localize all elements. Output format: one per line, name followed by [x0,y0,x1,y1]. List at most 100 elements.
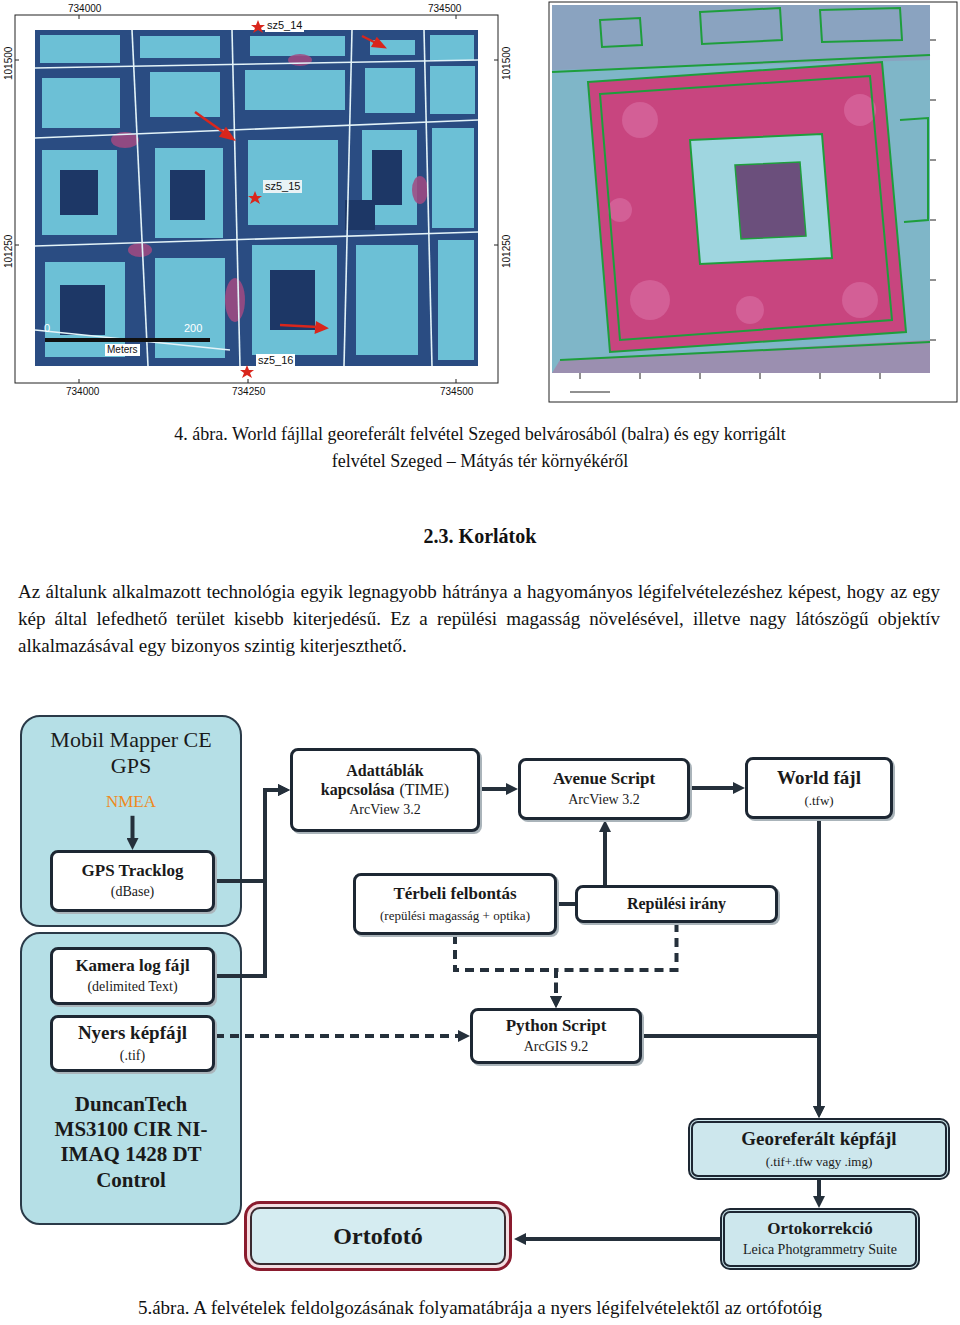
frame-tick [760,373,761,379]
node-subtitle: ArcGIS 9.2 [524,1039,589,1054]
frame-tick [930,220,936,221]
courtyard [60,170,98,215]
city-block [40,35,475,360]
courtyard [372,150,402,205]
text-line: (repülési magasság + optika) [380,905,530,924]
courtyard [170,170,205,220]
frame-tick [820,373,821,379]
frame-tick [930,100,936,101]
coordinate-label: 734500 [428,3,461,15]
city-block [40,35,120,63]
city-block [140,36,220,58]
node-title: Ortofotó [333,1223,422,1249]
text-line: NMEA [46,792,216,812]
coordinate-label: 101250 [3,235,15,268]
figure-caption: 5.ábra. A felvételek feldolgozásának fol… [10,1297,950,1320]
process-box: GPS Tracklog (dBase) [50,850,215,912]
node-subtitle: (.tif+.tfw vagy .img) [766,1154,873,1169]
node-subtitle: ArcView 3.2 [568,792,639,807]
process-box: Python ScriptArcGIS 9.2 [470,1008,642,1064]
direction-arrow [195,36,384,332]
text-line: Kamera log fájl [75,956,189,976]
right-map [552,5,930,373]
city-block [365,68,415,113]
map-figures [0,0,960,410]
park-area [588,62,906,352]
text-line: World fájl [777,767,861,790]
city-block [150,72,220,117]
vegetation [111,54,428,322]
connector [817,819,821,1106]
frame-tick [15,60,19,61]
connector [556,923,677,996]
node-subtitle: Leica Photgrammetry Suite [743,1242,897,1257]
right-map [549,2,957,402]
connector [131,816,135,838]
process-box: Térbeli felbontás (repülési magasság + op… [353,873,557,935]
node-title: Mobil Mapper CE GPS [50,727,211,778]
figure-caption: 4. ábra. World fájllal georeferált felvé… [173,421,787,475]
text-line: Georeferált képfájl [741,1128,896,1151]
node-subtitle: (dBase) [111,884,155,899]
vector-outline [600,76,892,340]
connector [642,1036,819,1106]
device-panel: DuncanTech MS3100 CIR NI-IMAQ 1428 DT Co… [20,932,242,1225]
frame-tick [930,280,936,281]
city-block [250,36,345,56]
text-line: ArcGIS 9.2 [524,1036,589,1056]
node-subtitle: (repülési magasság + optika) [380,908,530,923]
tree-crown [842,282,878,318]
vector-outline [552,55,930,72]
text-line: (.tfw) [804,790,833,809]
frame-tick [930,340,936,341]
city-block [438,240,474,360]
connector [215,790,278,976]
connector [557,902,575,906]
coordinate-label: 734000 [66,386,99,398]
courtyard [735,162,806,239]
section-heading: 2.3. Korlátok [280,524,680,548]
scale-label: 200 [184,322,202,335]
street-line [344,30,352,366]
right-map [549,2,957,402]
frame-tick [580,373,581,379]
text-line: ArcView 3.2 [349,799,420,819]
node-title: Nyers képfájl [78,1022,187,1043]
frame-tick [15,245,19,246]
process-box: Georeferált képfájl (.tif+.tfw vagy .img) [688,1118,950,1180]
courtyard [270,270,315,330]
scale-bar [45,338,210,342]
tree-crown [608,94,878,324]
frame-tick [880,373,881,379]
node-subtitle: (TIME) [399,781,449,798]
scale-label: 0 [44,322,50,335]
text-line: Adattáblák kapcsolása(TIME) [301,761,469,799]
text-line: GPS Tracklog [82,861,184,881]
node-title: GPS Tracklog [82,861,184,880]
node-subtitle: (delimited Text) [87,979,177,994]
city-block [430,35,474,60]
node-title: Avenue Script [553,769,655,788]
tree-crown [630,280,670,320]
text-line: Mobil Mapper CE GPS [46,727,216,780]
coordinate-label: 101250 [501,235,513,268]
connector [480,787,506,791]
street-line [132,30,148,366]
city-block [45,262,125,357]
frame-tick [456,15,457,19]
city-block [42,78,120,128]
frame-tick [570,40,936,392]
connector [817,1180,821,1196]
text-line: (dBase) [111,881,155,901]
tree-crown [608,198,632,222]
connector [690,786,733,790]
text-line: ArcView 3.2 [568,789,639,809]
frame-tick [700,373,701,379]
courtyard [60,150,402,335]
vegetation [412,176,428,204]
coordinate-label: 734250 [232,386,265,398]
text-line: Térbeli felbontás [393,884,516,904]
frame-tick [930,160,936,161]
node-subtitle: (.tif) [120,1048,145,1063]
